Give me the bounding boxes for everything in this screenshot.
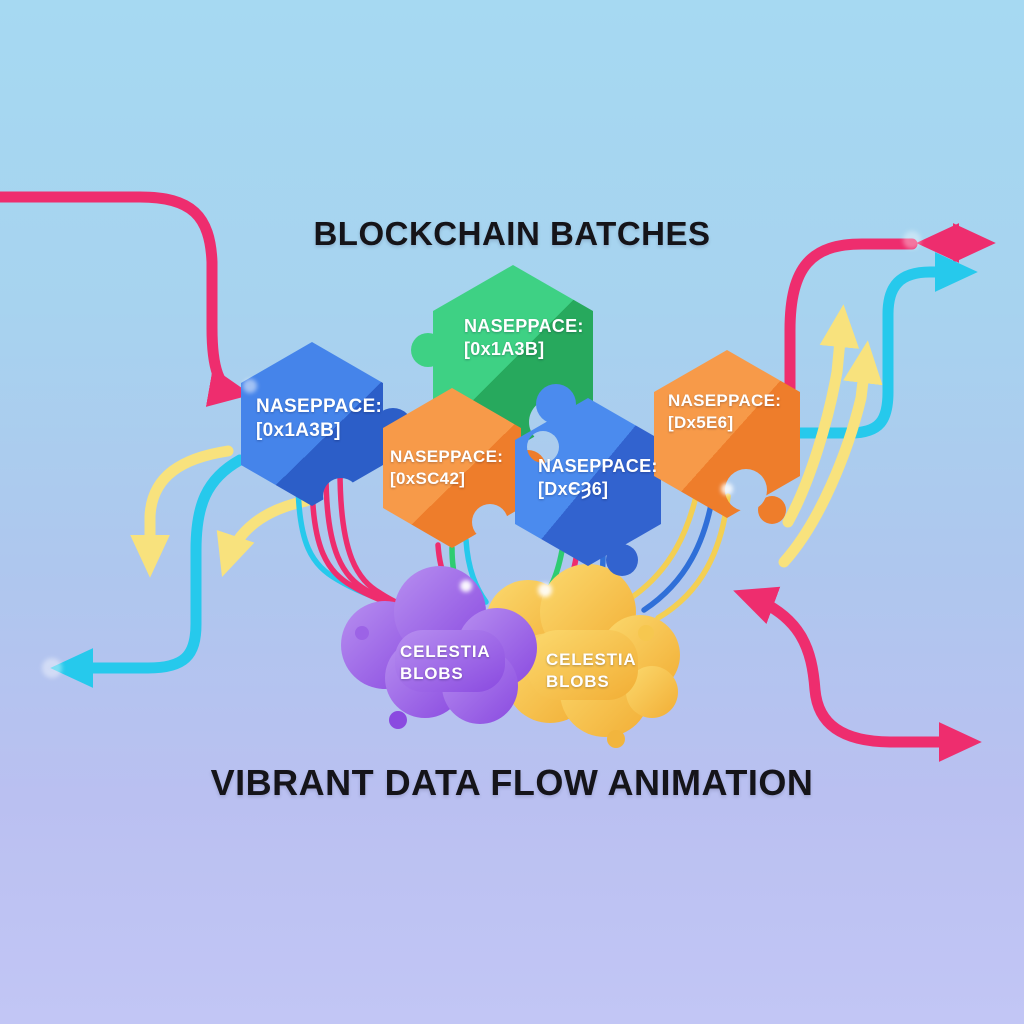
batch-hash: [Dx5E6] bbox=[668, 412, 734, 432]
arrow-pink-top-left bbox=[0, 191, 252, 407]
batch-hash: [0x1A3B] bbox=[256, 420, 341, 442]
arrow-cyan-right bbox=[784, 252, 978, 439]
batch-label-left: NASEPPACE: [0x1A3B] bbox=[256, 395, 382, 444]
blob-name-line1: CELESTIA bbox=[400, 642, 491, 661]
batch-hash: [0xSC42] bbox=[390, 468, 466, 488]
blob-name-line1: CELESTIA bbox=[546, 650, 637, 669]
batch-label-right: NASEPPACE: [Dx5E6] bbox=[668, 390, 781, 434]
arrow-pink-top-right-curve bbox=[784, 238, 918, 478]
batch-hexagon-right-orange bbox=[645, 342, 815, 532]
arrow-yellow-right-up-2 bbox=[778, 340, 883, 568]
batch-name: NASEPPACE: bbox=[668, 391, 782, 410]
batch-hash: [0x1A3B] bbox=[464, 339, 545, 360]
blob-dot-yellow-bottom bbox=[607, 730, 625, 748]
blob-name-line2: BLOBS bbox=[400, 663, 464, 683]
title-blockchain-batches: BLOCKCHAIN BATCHES bbox=[313, 215, 711, 252]
blob-label-purple: CELESTIA BLOBS bbox=[400, 641, 490, 685]
celestia-blob-purple bbox=[341, 566, 537, 724]
batch-label-top-center: NASEPPACE: [0x1A3B] bbox=[464, 315, 584, 361]
blob-name-line2: BLOBS bbox=[546, 671, 610, 691]
batch-name: NASEPPACE: bbox=[464, 316, 584, 336]
arrow-pink-s-double-bottom-right bbox=[733, 586, 982, 762]
batch-name: NASEPPACE: bbox=[390, 447, 504, 466]
blob-dot-purple-left bbox=[355, 626, 369, 640]
arrow-cyan-left bbox=[50, 454, 246, 688]
arrow-yellow-left-down-1 bbox=[130, 445, 234, 578]
batch-name: NASEPPACE: bbox=[256, 396, 383, 417]
batch-label-center: NASEPPACE: [DxЄȜ6] bbox=[538, 455, 658, 501]
blob-dot-yellow-right bbox=[638, 625, 654, 641]
blob-label-yellow: CELESTIA BLOBS bbox=[546, 649, 636, 693]
batch-name: NASEPPACE: bbox=[538, 456, 658, 476]
batch-hash: [DxЄȜ6] bbox=[538, 479, 609, 500]
celestia-blob-yellow bbox=[486, 564, 680, 737]
sparkle-glows bbox=[42, 231, 921, 678]
title-vibrant-data-flow: VIBRANT DATA FLOW ANIMATION bbox=[210, 762, 814, 803]
blob-dot-purple-bottom bbox=[389, 711, 407, 729]
batch-label-mid-left: NASEPPACE: [0xSC42] bbox=[390, 446, 503, 490]
